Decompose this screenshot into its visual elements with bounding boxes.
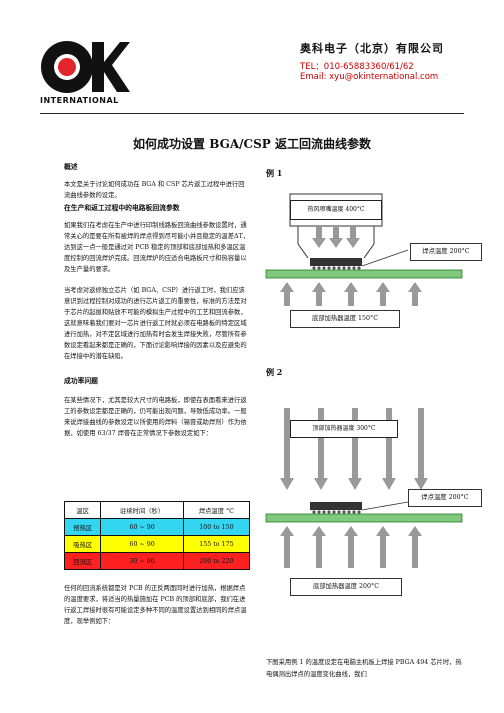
table-cell-temp: 100 to 150 bbox=[182, 518, 251, 536]
table-row-preheat: 预热区 60 ~ 90 100 to 150 bbox=[63, 518, 251, 536]
header-divider bbox=[40, 113, 464, 114]
joint-pointer bbox=[361, 249, 409, 267]
company-tel: TEL：010-65883360/61/62 bbox=[300, 62, 414, 72]
caption-paragraph: 下图采用例 1 的温度设定在电脑主机板上焊接 PBGA 494 芯片时，热电偶测… bbox=[266, 659, 462, 678]
table-cell-zone: 吸热区 bbox=[63, 535, 102, 553]
table-cell-time: 30 ~ 60 bbox=[100, 552, 184, 570]
nozzle-wall-left bbox=[297, 226, 309, 259]
joint-pointer bbox=[361, 501, 409, 511]
pcb-board bbox=[265, 513, 463, 523]
company-email[interactable]: Email: xyu@okinternational.com bbox=[300, 72, 439, 82]
bga-chip bbox=[310, 258, 362, 266]
nozzle-wall-right bbox=[363, 226, 375, 259]
reflow-parameter-table: 温区 驻续时间（秒） 焊点温度 °C 预热区 60 ~ 90 100 to 15… bbox=[63, 501, 251, 570]
example-1-diagram bbox=[265, 193, 463, 306]
table-header-temp: 焊点温度 °C bbox=[182, 501, 251, 519]
table-cell-temp: 155 to 175 bbox=[182, 535, 251, 553]
company-name: 奥科电子（北京）有限公司 bbox=[300, 42, 444, 55]
example-2-joint-label: 焊点温度 200°C bbox=[408, 489, 482, 507]
production-paragraph-2: 当考虑对返修独立芯片（如 BGA、CSP）进行返工时，我们应该意识到过程控制对成… bbox=[64, 287, 247, 360]
success-paragraph: 在某些情况下，尤其是较大尺寸的电路板，即使在表面看来进行返工的参数设定都是正确的… bbox=[64, 397, 247, 437]
logo-international: INTERNATIONAL bbox=[40, 96, 119, 105]
example-1-label: 例 1 bbox=[266, 168, 283, 178]
example-1-top-label: 热风喷嘴温度 400°C bbox=[290, 200, 382, 220]
production-heading: 在生产和返工过程中的电路板回流参数 bbox=[64, 204, 180, 212]
ok-logo bbox=[41, 41, 130, 93]
table-header-row: 温区 驻续时间（秒） 焊点温度 °C bbox=[63, 501, 251, 519]
example-2-diagram bbox=[265, 408, 463, 568]
example-2-top-label: 顶部加热器温度 300°C bbox=[290, 420, 398, 438]
overview-heading: 概述 bbox=[64, 163, 78, 171]
bottom-heat-arrows bbox=[280, 526, 422, 568]
example-1-joint-label: 焊点温度 200°C bbox=[410, 243, 482, 261]
table-cell-time: 60 ~ 90 bbox=[100, 518, 184, 536]
table-cell-temp: 200 to 220 bbox=[182, 552, 251, 570]
overview-section: 概述 本文是关于讨论如何成功在 BGA 和 CSP 芯片返工过程中进行回流曲线参… bbox=[64, 162, 250, 439]
closing-paragraph: 任何的回流系统都是对 PCB 的正反两面同时进行加热，根据焊点的温度要求，将适当… bbox=[64, 585, 247, 625]
production-paragraph-1: 如果我们在考虑在生产中进行印制线路板回流曲线参数设置时，通常关心的是要在所有被焊… bbox=[64, 222, 250, 273]
pcb-board bbox=[265, 269, 463, 279]
table-row-soak: 吸热区 60 ~ 90 155 to 175 bbox=[63, 535, 251, 553]
solder-balls bbox=[312, 266, 361, 270]
table-cell-zone: 预热区 bbox=[63, 518, 102, 536]
overview-text: 本文是关于讨论如何成功在 BGA 和 CSP 芯片返工过程中进行回流曲线参数的设… bbox=[64, 181, 245, 199]
page-title: 如何成功设置 BGA/CSP 返工回流曲线参数 bbox=[133, 137, 371, 151]
table-header-time: 驻续时间（秒） bbox=[100, 501, 184, 519]
air-flow-arrows bbox=[312, 226, 360, 248]
bga-chip bbox=[310, 502, 362, 510]
table-row-reflow: 回流区 30 ~ 60 200 to 220 bbox=[63, 552, 251, 570]
bottom-heat-arrows bbox=[280, 282, 422, 306]
example-1-bottom-label: 底部加热器温度 150°C bbox=[290, 310, 400, 328]
solder-balls bbox=[312, 510, 361, 514]
top-heat-arrows bbox=[280, 408, 428, 490]
example-2-label: 例 2 bbox=[266, 367, 283, 377]
success-heading: 成功率问题 bbox=[64, 377, 98, 385]
example-2-bottom-label: 底部加热器温度 200°C bbox=[290, 578, 402, 596]
table-cell-time: 60 ~ 90 bbox=[100, 535, 184, 553]
table-header-zone: 温区 bbox=[63, 501, 102, 519]
table-cell-zone: 回流区 bbox=[63, 552, 102, 570]
